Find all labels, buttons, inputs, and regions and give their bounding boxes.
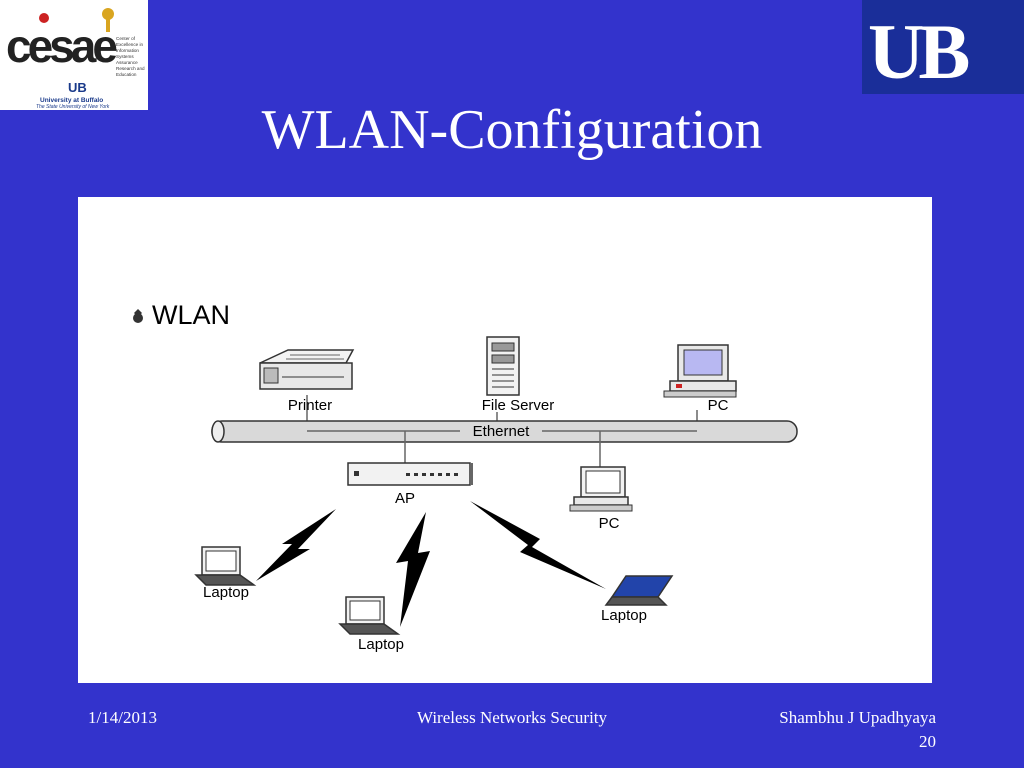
logo-line-3: Information [116, 48, 139, 53]
access-point-icon [347, 462, 473, 486]
key-icon [102, 8, 114, 20]
ethernet-label-bg [460, 423, 542, 439]
ap-label: AP [395, 490, 415, 507]
laptop-left-icon [194, 546, 257, 586]
page-number: 20 [919, 732, 936, 751]
file-server-label: File Server [482, 397, 555, 414]
pc-top-icon [663, 344, 737, 398]
cesae-logo-graphic: cesae Center of Excellence in Informatio… [6, 8, 145, 110]
ub-logo-graphic: UB [868, 8, 974, 95]
key-icon-shaft [106, 18, 110, 32]
wlan-diagram: WLAN Ethernet Printer [78, 197, 932, 683]
footer-title: Wireless Networks Security [416, 708, 608, 727]
logo-university: University at Buffalo [40, 97, 103, 104]
laptop-left-label: Laptop [203, 584, 249, 601]
logo-line-2: Excellence in [116, 42, 144, 47]
pc-wired-icon [569, 466, 633, 512]
logo-line-1: Center of [116, 36, 136, 41]
laptop-center-icon [338, 596, 401, 635]
logo-line-6: Research and [116, 66, 145, 71]
printer-label: Printer [288, 397, 332, 414]
ub-logo: UB [862, 0, 1024, 95]
wireless-signal-center [396, 512, 430, 627]
heading-bullet-icon [133, 309, 143, 323]
ub-logo-mark: UB [868, 8, 968, 94]
file-server-icon [486, 336, 520, 396]
logo-line-7: Education [116, 72, 137, 77]
wlan-diagram-svg: WLAN Ethernet Printer [133, 300, 798, 653]
logo-mark: cesae [6, 20, 117, 72]
logo-ub: UB [68, 80, 87, 95]
printer-icon [259, 349, 355, 390]
pc-top-label: PC [708, 397, 729, 414]
footer-date: 1/14/2013 [88, 708, 157, 727]
wireless-signal-left [256, 509, 336, 581]
laptop-right-icon [604, 575, 674, 606]
logo-line-4: Systems [116, 54, 134, 59]
logo-tagline: The State University of New York [36, 104, 110, 110]
footer-author: Shambhu J Upadhyaya [779, 708, 936, 727]
wireless-signal-right [470, 501, 606, 589]
pc-wired-label: PC [599, 515, 620, 532]
laptop-right-label: Laptop [601, 607, 647, 624]
laptop-center-label: Laptop [358, 636, 404, 653]
diagram-heading: WLAN [152, 300, 230, 330]
logo-line-5: Assurance [116, 60, 138, 65]
ethernet-label: Ethernet [473, 423, 531, 440]
cesae-logo: cesae Center of Excellence in Informatio… [0, 0, 148, 110]
logo-dot [39, 13, 49, 23]
slide-title: WLAN-Configuration [261, 99, 763, 161]
